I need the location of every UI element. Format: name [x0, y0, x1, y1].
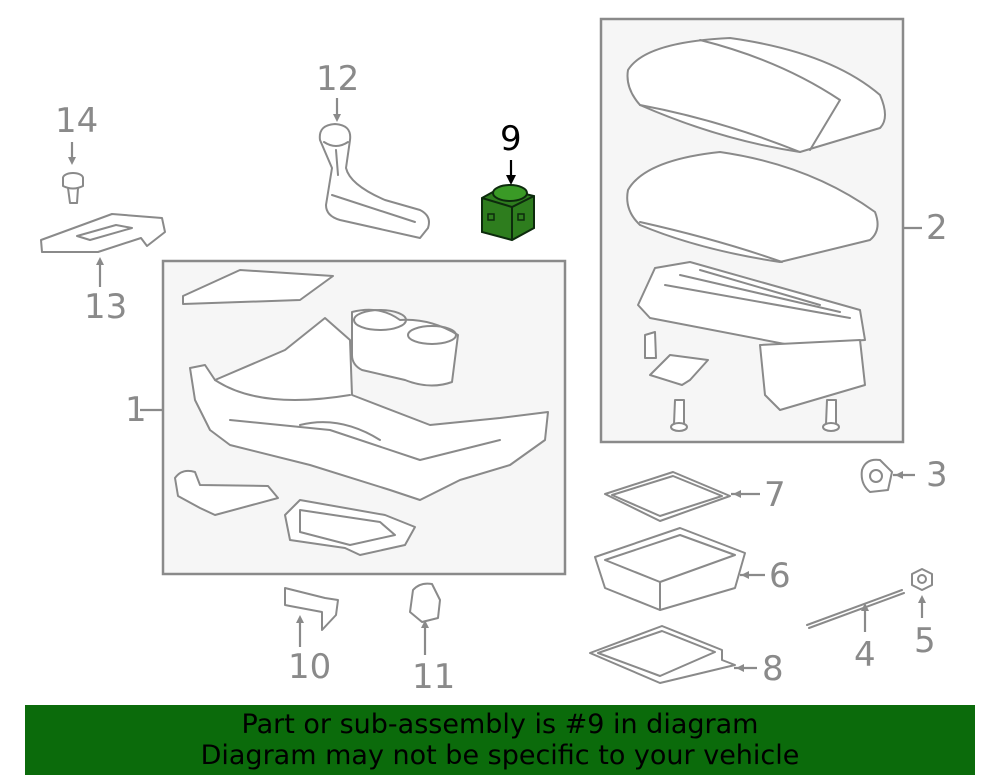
part-4-rod[interactable] [806, 589, 905, 629]
part-12-shift-boot[interactable] [318, 123, 430, 239]
part-3-bushing[interactable] [860, 458, 893, 493]
callout-8: 8 [762, 649, 784, 689]
part-10-bracket[interactable] [284, 587, 339, 631]
callout-9: 9 [500, 119, 522, 159]
arrow-head-9 [506, 175, 516, 185]
part-2-armrest[interactable] [626, 37, 886, 432]
part-7-pad[interactable] [604, 471, 731, 522]
part-1-console[interactable] [174, 269, 549, 556]
callout-1: 1 [125, 390, 147, 430]
banner-line-2: Diagram may not be specific to your vehi… [200, 740, 800, 771]
parts-diagram: 1 2 3 4 5 6 7 8 9 10 11 12 13 14 [40, 17, 948, 697]
part-14-bolt[interactable] [62, 172, 84, 204]
callout-7: 7 [764, 475, 786, 515]
callout-2: 2 [926, 208, 948, 248]
part-13-plate[interactable] [40, 213, 166, 253]
callout-12: 12 [316, 59, 359, 99]
part-9-switch[interactable] [481, 184, 535, 242]
callout-4: 4 [854, 635, 876, 675]
part-5-nut[interactable] [911, 568, 933, 591]
callout-13: 13 [84, 287, 127, 327]
part-8-mat[interactable] [589, 625, 736, 684]
callout-5: 5 [914, 621, 936, 661]
arrow-heads [68, 114, 926, 672]
banner-line-1: Part or sub-assembly is #9 in diagram [241, 709, 759, 740]
callout-14: 14 [55, 101, 98, 141]
info-banner: Part or sub-assembly is #9 in diagram Di… [25, 705, 975, 775]
callout-6: 6 [769, 556, 791, 596]
callout-3: 3 [926, 455, 948, 495]
part-6-tray[interactable] [594, 527, 746, 611]
part-11-clip[interactable] [409, 582, 441, 623]
callout-11: 11 [412, 657, 455, 697]
callout-10: 10 [288, 647, 331, 687]
